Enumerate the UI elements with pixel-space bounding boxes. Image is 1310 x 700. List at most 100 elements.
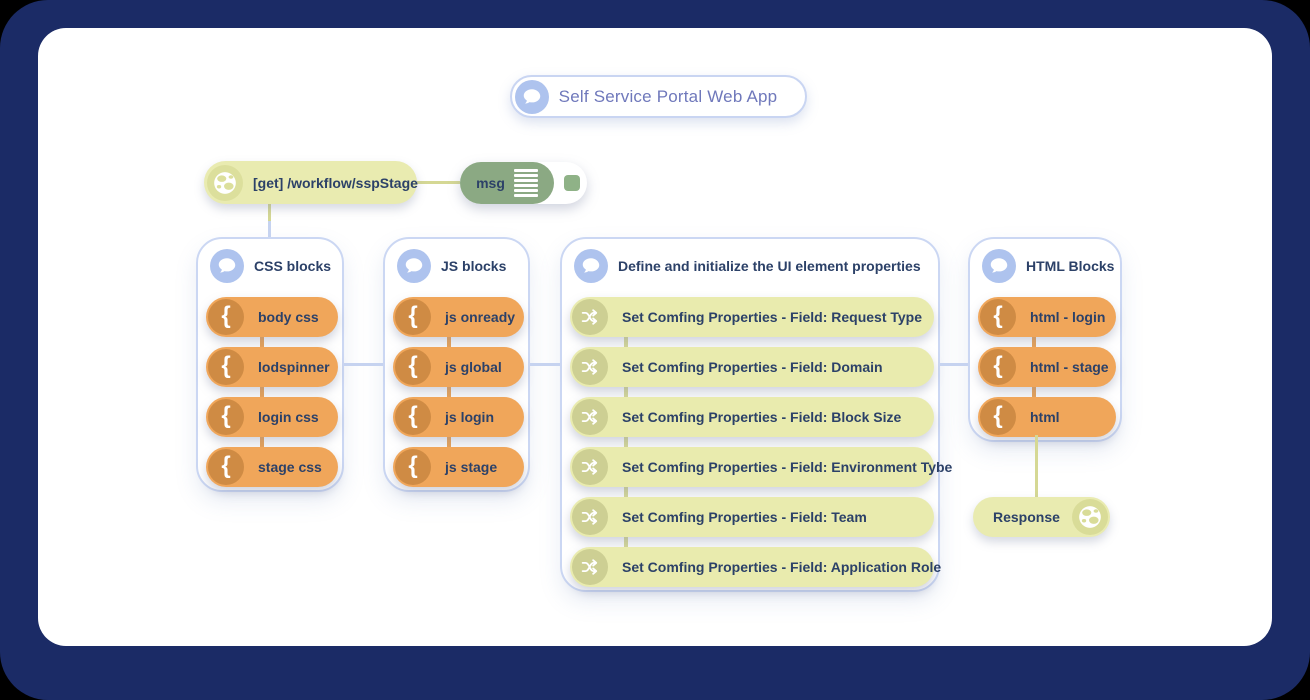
node-js-stage[interactable]: { js stage bbox=[393, 447, 524, 487]
node-label: Set Comfing Properties - Field: Domain bbox=[622, 359, 883, 375]
node-label: html - stage bbox=[1030, 359, 1109, 375]
wire bbox=[260, 433, 264, 451]
node-html-stage[interactable]: { html - stage bbox=[978, 347, 1116, 387]
node-label: Set Comfing Properties - Field: Block Si… bbox=[622, 409, 902, 425]
node-set-field-team[interactable]: Set Comfing Properties - Field: Team bbox=[570, 497, 934, 537]
curly-brace-icon: { bbox=[395, 349, 431, 385]
curly-brace-icon: { bbox=[395, 299, 431, 335]
debug-output-icon bbox=[513, 169, 538, 197]
curly-brace-icon: { bbox=[980, 299, 1016, 335]
shuffle-icon bbox=[572, 499, 608, 535]
page-title: Self Service Portal Web App bbox=[558, 86, 778, 106]
node-label: lodspinner bbox=[258, 359, 330, 375]
group-html-blocks[interactable]: HTML Blocks { html - login { html - stag… bbox=[968, 237, 1122, 442]
node-set-field-environment-type[interactable]: Set Comfing Properties - Field: Environm… bbox=[570, 447, 952, 487]
group-js-blocks[interactable]: JS blocks { js onready { js global { js … bbox=[383, 237, 530, 492]
wire bbox=[624, 383, 628, 401]
group-header: Define and initialize the UI element pro… bbox=[574, 249, 921, 283]
wire bbox=[624, 333, 628, 351]
node-label: body css bbox=[258, 309, 319, 325]
node-label: Response bbox=[993, 509, 1060, 525]
node-label: Set Comfing Properties - Field: Team bbox=[622, 509, 867, 525]
shuffle-icon bbox=[572, 349, 608, 385]
wire-httpin-down-top bbox=[268, 204, 271, 221]
debug-toggle-button[interactable] bbox=[564, 175, 580, 191]
node-set-field-application-role[interactable]: Set Comfing Properties - Field: Applicat… bbox=[570, 547, 941, 587]
wire-css-to-js bbox=[344, 363, 383, 366]
wire bbox=[624, 533, 628, 551]
node-http-in[interactable]: [get] /workflow/sspStage bbox=[204, 161, 418, 204]
group-title: HTML Blocks bbox=[1026, 258, 1115, 274]
node-js-global[interactable]: { js global bbox=[393, 347, 524, 387]
node-stage-css[interactable]: { stage css bbox=[206, 447, 338, 487]
node-html[interactable]: { html bbox=[978, 397, 1116, 437]
node-label: Set Comfing Properties - Field: Environm… bbox=[622, 459, 953, 475]
shuffle-icon bbox=[572, 549, 608, 585]
node-label: Set Comfing Properties - Field: Request … bbox=[622, 309, 923, 325]
node-http-response[interactable]: Response bbox=[973, 497, 1110, 537]
node-lodspinner[interactable]: { lodspinner bbox=[206, 347, 338, 387]
flow-title-pill[interactable]: Self Service Portal Web App bbox=[510, 75, 807, 118]
debug-pill: msg bbox=[460, 162, 554, 204]
node-js-onready[interactable]: { js onready bbox=[393, 297, 524, 337]
comment-icon bbox=[982, 249, 1016, 283]
node-label: login css bbox=[258, 409, 319, 425]
node-set-field-domain[interactable]: Set Comfing Properties - Field: Domain bbox=[570, 347, 934, 387]
curly-brace-icon: { bbox=[208, 399, 244, 435]
curly-brace-icon: { bbox=[208, 349, 244, 385]
wire bbox=[260, 383, 264, 401]
node-label: stage css bbox=[258, 459, 322, 475]
wire bbox=[447, 333, 451, 351]
wire bbox=[624, 433, 628, 451]
wire bbox=[447, 433, 451, 451]
group-header: CSS blocks bbox=[210, 249, 331, 283]
wire bbox=[260, 333, 264, 351]
shuffle-icon bbox=[572, 299, 608, 335]
flow-canvas[interactable]: Self Service Portal Web App [get] /workf… bbox=[38, 28, 1272, 646]
shuffle-icon bbox=[572, 449, 608, 485]
shuffle-icon bbox=[572, 399, 608, 435]
node-html-login[interactable]: { html - login bbox=[978, 297, 1116, 337]
node-set-field-request-type[interactable]: Set Comfing Properties - Field: Request … bbox=[570, 297, 934, 337]
group-css-blocks[interactable]: CSS blocks { body css { lodspinner { log… bbox=[196, 237, 344, 492]
group-header: HTML Blocks bbox=[982, 249, 1114, 283]
group-define-ui-properties[interactable]: Define and initialize the UI element pro… bbox=[560, 237, 952, 592]
wire-httpin-down-bottom bbox=[268, 221, 271, 237]
group-title: JS blocks bbox=[441, 258, 507, 274]
curly-brace-icon: { bbox=[208, 449, 244, 485]
node-debug[interactable]: msg bbox=[460, 162, 587, 204]
node-label: js onready bbox=[445, 309, 516, 325]
wire-define-to-html bbox=[940, 363, 968, 366]
node-label: [get] /workflow/sspStage bbox=[253, 174, 418, 191]
curly-brace-icon: { bbox=[395, 399, 431, 435]
curly-brace-icon: { bbox=[980, 349, 1016, 385]
comment-icon bbox=[397, 249, 431, 283]
node-label: html - login bbox=[1030, 309, 1106, 325]
wire-js-to-define bbox=[530, 363, 560, 366]
node-label: js login bbox=[445, 409, 494, 425]
group-title: CSS blocks bbox=[254, 258, 332, 274]
comment-icon bbox=[515, 79, 549, 114]
wire bbox=[1032, 333, 1036, 351]
curly-brace-icon: { bbox=[208, 299, 244, 335]
comment-icon bbox=[574, 249, 608, 283]
node-set-field-block-size[interactable]: Set Comfing Properties - Field: Block Si… bbox=[570, 397, 934, 437]
wire-httpin-to-debug bbox=[417, 181, 460, 184]
globe-icon bbox=[1072, 499, 1108, 535]
wire bbox=[1032, 383, 1036, 401]
node-body-css[interactable]: { body css bbox=[206, 297, 338, 337]
comment-icon bbox=[210, 249, 244, 283]
group-header: JS blocks bbox=[397, 249, 506, 283]
curly-brace-icon: { bbox=[395, 449, 431, 485]
wire bbox=[447, 383, 451, 401]
wire bbox=[624, 483, 628, 501]
wire-html-to-response bbox=[1035, 435, 1038, 497]
node-label: msg bbox=[476, 175, 505, 191]
node-login-css[interactable]: { login css bbox=[206, 397, 338, 437]
node-js-login[interactable]: { js login bbox=[393, 397, 524, 437]
node-label: Set Comfing Properties - Field: Applicat… bbox=[622, 559, 942, 575]
group-title: Define and initialize the UI element pro… bbox=[618, 258, 921, 274]
curly-brace-icon: { bbox=[980, 399, 1016, 435]
globe-icon bbox=[207, 164, 243, 201]
